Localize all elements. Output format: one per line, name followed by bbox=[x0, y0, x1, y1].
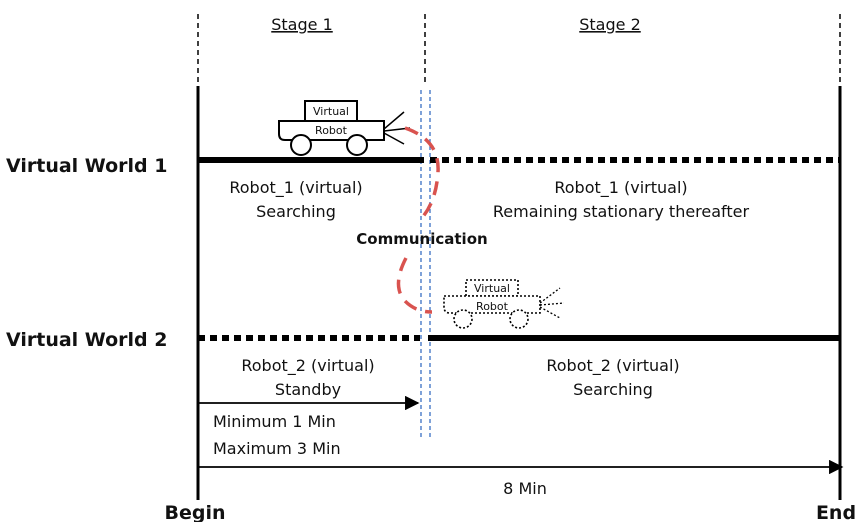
stage-1-label: Stage 1 bbox=[271, 15, 333, 34]
virtual-world-2-label: Virtual World 2 bbox=[6, 329, 167, 351]
begin-label: Begin bbox=[164, 502, 225, 522]
robot-1-stage-2-name: Robot_1 (virtual) bbox=[554, 178, 687, 198]
robot-2-icon: Virtual Robot bbox=[443, 279, 565, 329]
robot-2-stage-1-name: Robot_2 (virtual) bbox=[241, 356, 374, 376]
virtual-world-1-label: Virtual World 1 bbox=[6, 155, 167, 177]
robot-2-stage-1-state: Standby bbox=[275, 380, 341, 399]
minimum-duration-label: Minimum 1 Min bbox=[213, 412, 336, 431]
robot-2-stage-2-name: Robot_2 (virtual) bbox=[546, 356, 679, 376]
maximum-duration-label: Maximum 3 Min bbox=[213, 439, 341, 458]
robot-2-icon-line2: Robot bbox=[476, 300, 509, 313]
communication-label: Communication bbox=[356, 230, 487, 248]
robot-1-stage-1-state: Searching bbox=[256, 202, 336, 221]
communication-arc-lower bbox=[396, 257, 433, 314]
robot-1-icon-line1: Virtual bbox=[313, 105, 349, 118]
robot-2-icon-line1: Virtual bbox=[474, 282, 510, 295]
robot-1-stage-1-name: Robot_1 (virtual) bbox=[229, 178, 362, 198]
robot-1-stage-2-state: Remaining stationary thereafter bbox=[493, 202, 750, 221]
communication-arc-upper bbox=[404, 126, 440, 224]
total-duration-label: 8 Min bbox=[503, 479, 547, 498]
end-label: End bbox=[816, 502, 856, 522]
stage-2-label: Stage 2 bbox=[579, 15, 641, 34]
robot-1-icon: Virtual Robot bbox=[278, 100, 411, 156]
robot-2-stage-2-state: Searching bbox=[573, 380, 653, 399]
robot-1-icon-line2: Robot bbox=[315, 124, 348, 137]
